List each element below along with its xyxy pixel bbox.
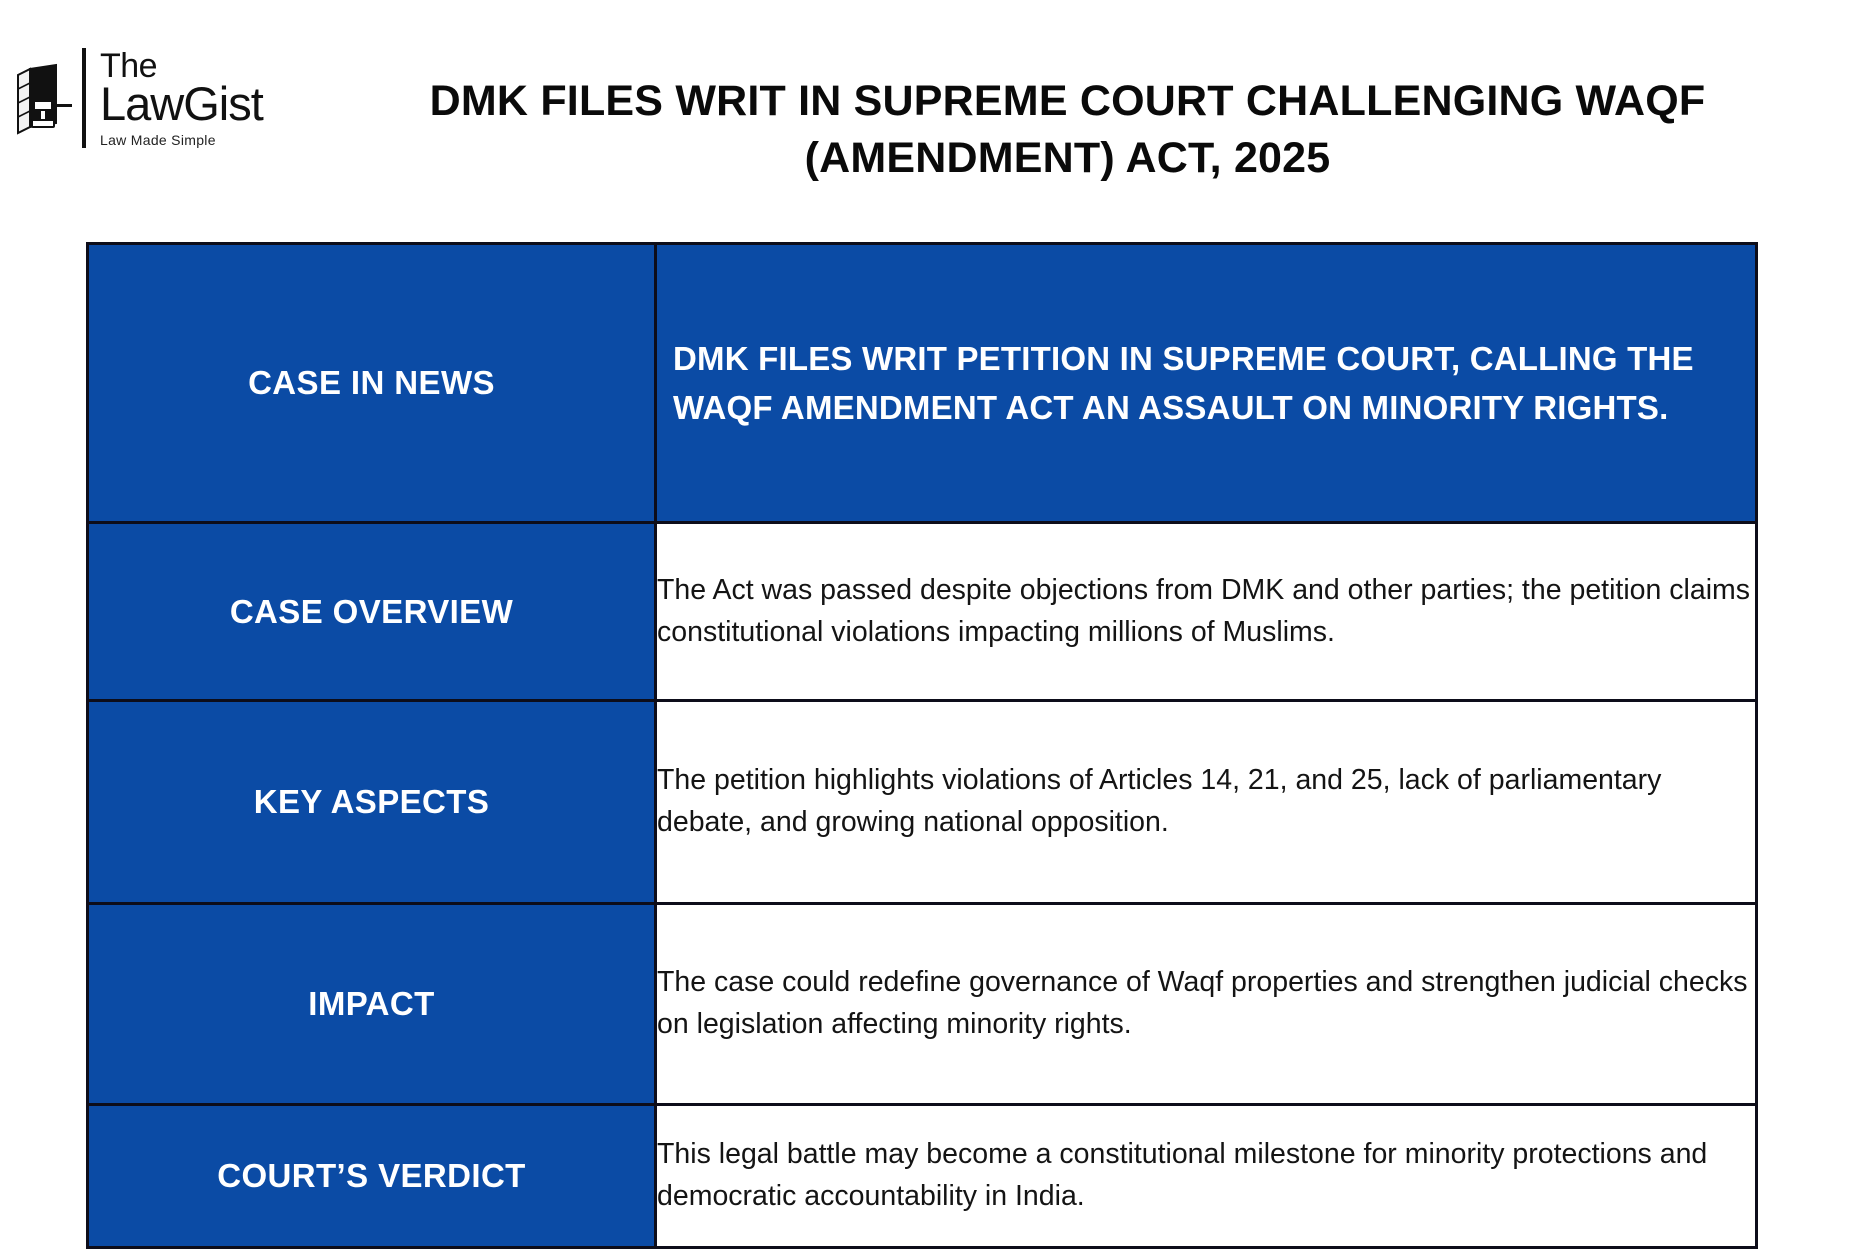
table-row: KEY ASPECTS The petition highlights viol… xyxy=(86,699,1758,905)
logo-divider xyxy=(82,48,86,148)
table-row: CASE OVERVIEW The Act was passed despite… xyxy=(86,521,1758,702)
table-row: IMPACT The case could redefine governanc… xyxy=(86,902,1758,1106)
row-label-key-aspects: KEY ASPECTS xyxy=(86,699,657,905)
row-value-key-aspects: The petition highlights violations of Ar… xyxy=(654,699,1758,905)
row-label-case-overview: CASE OVERVIEW xyxy=(86,521,657,702)
brand-logo[interactable]: The LawGist Law Made Simple xyxy=(12,38,282,158)
row-value-case-overview: The Act was passed despite objections fr… xyxy=(654,521,1758,702)
law-book-gavel-icon xyxy=(12,59,74,137)
brand-name-line2: LawGist xyxy=(100,77,264,130)
row-label-impact: IMPACT xyxy=(86,902,657,1106)
row-value-case-in-news: DMK FILES WRIT PETITION IN SUPREME COURT… xyxy=(654,242,1758,524)
brand-name-line1: The xyxy=(100,47,158,85)
case-summary-table-wrapper: CASE IN NEWS DMK FILES WRIT PETITION IN … xyxy=(86,242,1758,1249)
table-row: COURT’S VERDICT This legal battle may be… xyxy=(86,1103,1758,1249)
row-label-case-in-news: CASE IN NEWS xyxy=(86,242,657,524)
row-label-courts-verdict: COURT’S VERDICT xyxy=(86,1103,657,1249)
row-value-impact: The case could redefine governance of Wa… xyxy=(654,902,1758,1106)
brand-tagline: Law Made Simple xyxy=(100,132,216,148)
table-row: CASE IN NEWS DMK FILES WRIT PETITION IN … xyxy=(86,242,1758,524)
case-summary-table: CASE IN NEWS DMK FILES WRIT PETITION IN … xyxy=(86,242,1758,1249)
page-title: DMK FILES WRIT IN SUPREME COURT CHALLENG… xyxy=(429,76,1706,182)
brand-wordmark: The LawGist Law Made Simple xyxy=(100,47,264,148)
page-header: The LawGist Law Made Simple DMK FILES WR… xyxy=(0,0,1875,190)
row-value-courts-verdict: This legal battle may become a constitut… xyxy=(654,1103,1758,1249)
